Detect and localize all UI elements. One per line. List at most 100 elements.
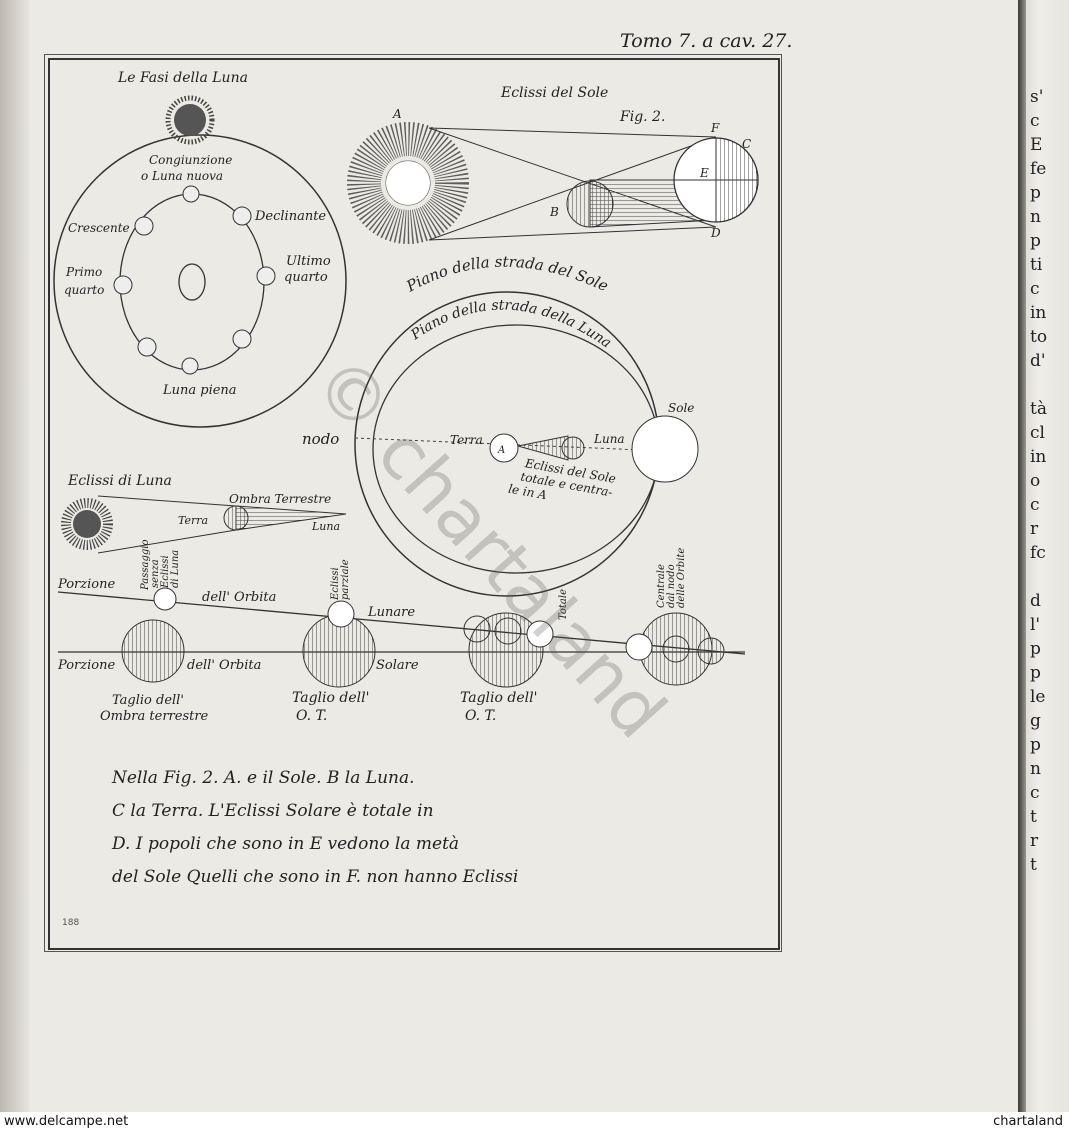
right-col-line — [1030, 565, 1068, 589]
orbit-sections-figure: Porzione dell' Orbita Lunare Porzione de… — [57, 540, 746, 724]
right-col-line: c — [1030, 783, 1040, 803]
moon-B — [566, 180, 614, 228]
footer-bar: www.delcampe.net chartaland — [0, 1112, 1069, 1131]
right-col-line: p — [1030, 663, 1041, 683]
label-quarto-left: quarto — [64, 283, 104, 297]
luna-label: Luna — [593, 432, 625, 446]
right-col-line: le — [1030, 687, 1046, 707]
eclissi-luna-title: Eclissi di Luna — [67, 473, 172, 489]
right-col-line: p — [1030, 639, 1041, 659]
page-shadow — [0, 0, 30, 1112]
label-primo: Primo — [65, 265, 102, 279]
plate-caption: Nella Fig. 2. A. e il Sole. B la Luna. C… — [112, 762, 572, 894]
lunar-eclipse-figure: Eclissi di Luna Ombra Terrestre Terra Lu… — [61, 473, 347, 554]
shadow-section-1 — [121, 619, 185, 683]
ombra-terrestre-label: Ombra Terrestre — [229, 492, 331, 506]
header-note: Tomo 7. a cav. 27. — [620, 30, 793, 52]
engraving-plate — [48, 58, 780, 950]
right-col-line: cl — [1030, 423, 1045, 443]
caption-line-4: del Sole Quelli che sono in F. non hanno… — [112, 867, 519, 887]
right-col-line — [1030, 373, 1068, 397]
centrale-2: dal nodo — [666, 564, 677, 608]
earth-small — [223, 505, 249, 531]
footer-left-link[interactable]: www.delcampe.net — [4, 1114, 129, 1129]
piano-sole: Piano della strada del Sole — [403, 253, 612, 296]
earth-center — [178, 263, 206, 301]
right-col-line: p — [1030, 183, 1041, 203]
right-col-line: t — [1030, 855, 1037, 875]
sole-label: Sole — [668, 401, 694, 415]
moon-declinante — [232, 206, 252, 226]
moon-new — [182, 185, 200, 203]
moon-primo-quarto — [113, 275, 133, 295]
label-ultimo: Ultimo — [286, 254, 331, 269]
eclissi-totale-3: le in A — [507, 482, 548, 503]
passaggio-1: Passaggio — [140, 540, 151, 592]
right-col-line: g — [1030, 711, 1041, 731]
porzione-solare-2: dell' Orbita — [187, 658, 261, 673]
right-col-line: c — [1030, 495, 1040, 515]
right-col-line: fc — [1030, 543, 1046, 563]
caption-line-1: Nella Fig. 2. A. e il Sole. B la Luna. — [112, 768, 415, 788]
moon-full — [181, 357, 199, 375]
fasi-title: Le Fasi della Luna — [117, 70, 248, 86]
luna2-label: Luna — [311, 520, 340, 533]
taglio-3a: Taglio dell' — [460, 690, 537, 706]
porzione-lunare-3: Lunare — [367, 605, 415, 620]
right-col-line: ti — [1030, 255, 1043, 275]
nodo-label: nodo — [302, 430, 339, 448]
right-col-line: s' — [1030, 87, 1044, 107]
moon-crescente — [134, 216, 154, 236]
eclissi-parziale-1: Eclissi — [330, 567, 341, 601]
caption-line-2: C la Terra. L'Eclissi Solare è totale in — [112, 801, 434, 821]
right-col-line: p — [1030, 735, 1041, 755]
porzione-lunare-2: dell' Orbita — [202, 590, 276, 605]
porzione-solare-1: Porzione — [57, 658, 115, 673]
right-col-line: d — [1030, 591, 1041, 611]
sun-icon — [61, 498, 113, 550]
taglio-1a: Taglio dell' — [112, 693, 184, 708]
right-col-line: c — [1030, 279, 1040, 299]
right-col-line: d' — [1030, 351, 1046, 371]
right-col-line: in — [1030, 303, 1047, 323]
fig2-label: Fig. 2. — [619, 109, 665, 125]
totale-label: Totale — [558, 589, 569, 620]
terra-label: Terra — [450, 433, 483, 447]
label-crescente: Crescente — [68, 221, 130, 235]
moon-phases-figure: Le Fasi della Luna Congiunzione o Luna n… — [53, 70, 347, 428]
right-col-line: to — [1030, 327, 1048, 347]
right-col-line: n — [1030, 207, 1041, 227]
centrale-3: delle Orbite — [676, 548, 687, 608]
letter-E: E — [699, 166, 709, 180]
taglio-1b: Ombra terrestre — [100, 709, 209, 724]
solar-eclipse-fig2: Eclissi del Sole Fig. 2. A B C D E F — [347, 85, 759, 244]
letter-F: F — [710, 121, 720, 135]
right-col-line: c — [1030, 111, 1040, 131]
right-col-line: o — [1030, 471, 1041, 491]
moon-waning — [232, 329, 252, 349]
label-declinante: Declinante — [254, 209, 326, 224]
earth-center — [489, 433, 519, 463]
right-col-line: tà — [1030, 399, 1047, 419]
phases-outer-circle — [53, 134, 347, 428]
moon-small — [561, 436, 585, 460]
shadow-section-3 — [468, 612, 544, 688]
centrale-1: Centrale — [656, 564, 667, 608]
porzione-solare-3: Solare — [376, 658, 419, 673]
label-congiunzione: Congiunzione — [149, 153, 232, 167]
passaggio-3: Eclissi — [160, 555, 171, 589]
label-luna-nuova: o Luna nuova — [141, 169, 223, 183]
next-page-edge — [1018, 0, 1069, 1112]
sun-small — [631, 415, 699, 483]
book-gutter — [1018, 0, 1026, 1112]
plate-outer-border — [44, 54, 782, 952]
eclissi-parziale-2: parziale — [340, 559, 351, 600]
right-col-line: E — [1030, 135, 1043, 155]
passaggio-2: senza — [150, 559, 161, 588]
footer-right-text: chartaland — [993, 1114, 1063, 1129]
sun-icon — [347, 122, 469, 244]
taglio-2b: O. T. — [296, 708, 327, 724]
